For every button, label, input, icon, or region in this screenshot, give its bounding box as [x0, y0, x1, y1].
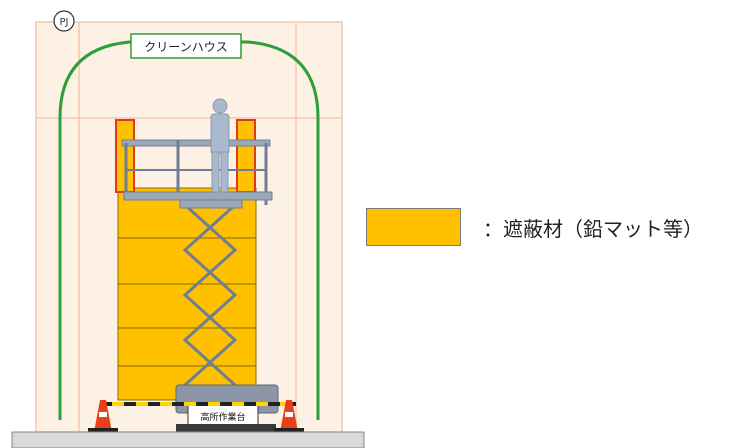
legend-swatch	[366, 208, 461, 246]
lift-label: 高所作業台	[200, 411, 245, 423]
floor-slab	[11, 431, 365, 448]
legend: ：遮蔽材（鉛マット等）	[366, 207, 703, 247]
rail-shield-right	[236, 119, 256, 193]
worker	[210, 98, 230, 193]
scissor-lift	[121, 139, 273, 387]
cone-right	[274, 400, 304, 433]
cone-left	[88, 400, 118, 433]
cleanhouse-label: クリーンハウス	[144, 40, 227, 54]
pj-badge-label: PJ	[60, 17, 69, 28]
cleanhouse-label-box	[130, 33, 242, 59]
pj-badge	[53, 10, 75, 32]
lift-base	[175, 384, 279, 432]
legend-text: ：遮蔽材（鉛マット等）	[483, 216, 703, 241]
